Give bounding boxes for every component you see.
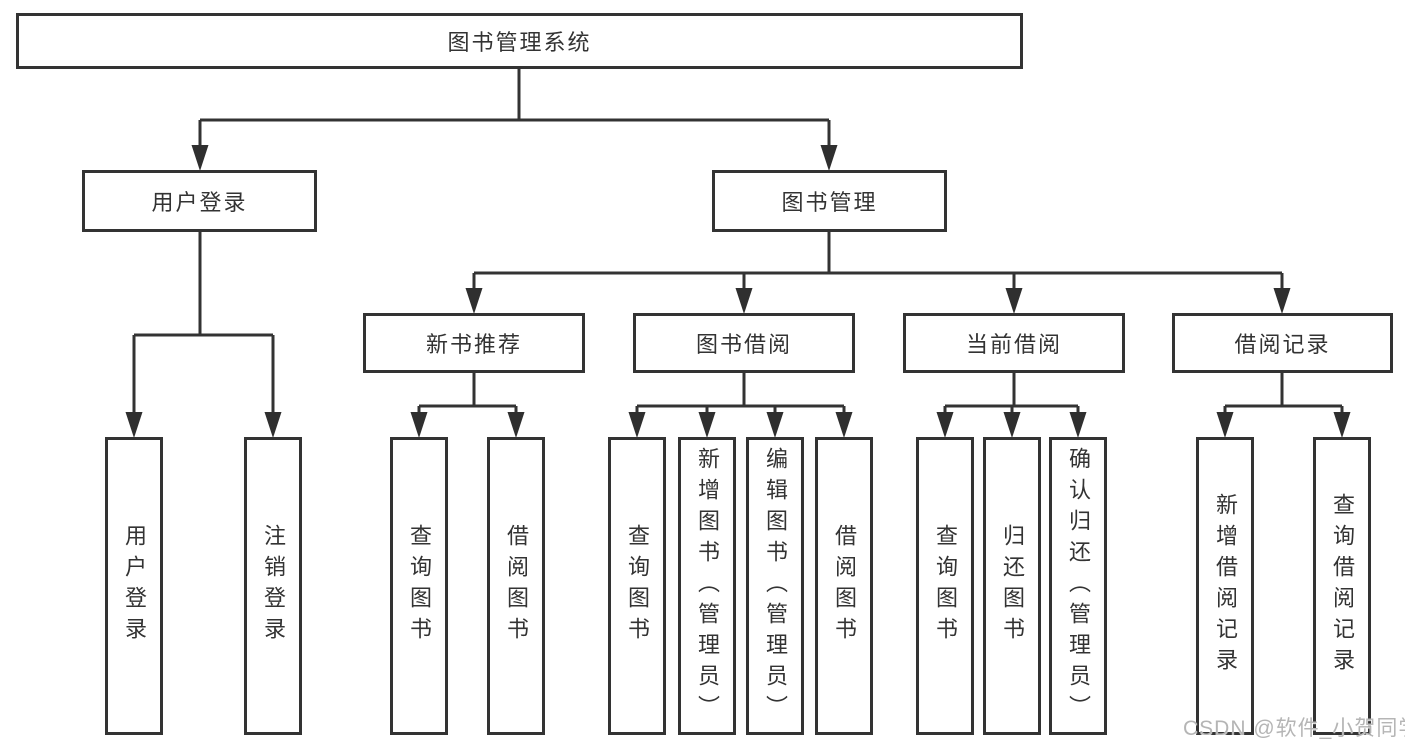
leaf-user-login: 用户登录 (105, 437, 163, 735)
leaf-query-borrow-record: 查询借阅记录 (1313, 437, 1371, 735)
arrowhead-icon (125, 412, 143, 438)
leaf-query-books-recommend: 查询图书 (390, 437, 448, 735)
arrowhead-icon (735, 288, 753, 314)
leaf-borrow-books-recommend: 借阅图书 (487, 437, 545, 735)
arrowhead-icon (1003, 412, 1021, 438)
arrowhead-icon (628, 412, 646, 438)
leaf-borrow-books: 借阅图书 (815, 437, 873, 735)
leaf-add-books-admin: 新增图书（管理员） (678, 437, 736, 735)
leaf-query-books-current: 查询图书 (916, 437, 974, 735)
leaf-logout: 注销登录 (244, 437, 302, 735)
arrowhead-icon (1216, 412, 1234, 438)
arrowhead-icon (936, 412, 954, 438)
arrowhead-icon (766, 412, 784, 438)
node-book-management: 图书管理 (712, 170, 947, 232)
arrowhead-icon (1005, 288, 1023, 314)
node-current-borrowing: 当前借阅 (903, 313, 1125, 373)
arrowhead-icon (410, 412, 428, 438)
node-user-login: 用户登录 (82, 170, 317, 232)
arrowhead-icon (507, 412, 525, 438)
arrowhead-icon (1273, 288, 1291, 314)
arrowhead-icon (465, 288, 483, 314)
leaf-query-books-borrow: 查询图书 (608, 437, 666, 735)
leaf-return-books: 归还图书 (983, 437, 1041, 735)
leaf-confirm-return-admin: 确认归还（管理员） (1049, 437, 1107, 735)
node-new-book-recommendation: 新书推荐 (363, 313, 585, 373)
arrowhead-icon (264, 412, 282, 438)
leaf-edit-books-admin: 编辑图书（管理员） (746, 437, 804, 735)
arrowhead-icon (1333, 412, 1351, 438)
node-library-management-system: 图书管理系统 (16, 13, 1023, 69)
watermark: CSDN @软件_小贺同学 (1183, 717, 1405, 740)
arrowhead-icon (820, 145, 838, 171)
leaf-add-borrow-record: 新增借阅记录 (1196, 437, 1254, 735)
connector-lines (132, 69, 1344, 417)
node-borrowing-records: 借阅记录 (1172, 313, 1393, 373)
arrowhead-icon (835, 412, 853, 438)
arrowhead-icon (698, 412, 716, 438)
node-book-borrowing: 图书借阅 (633, 313, 855, 373)
arrowhead-icon (1069, 412, 1087, 438)
arrowhead-icon (191, 145, 209, 171)
